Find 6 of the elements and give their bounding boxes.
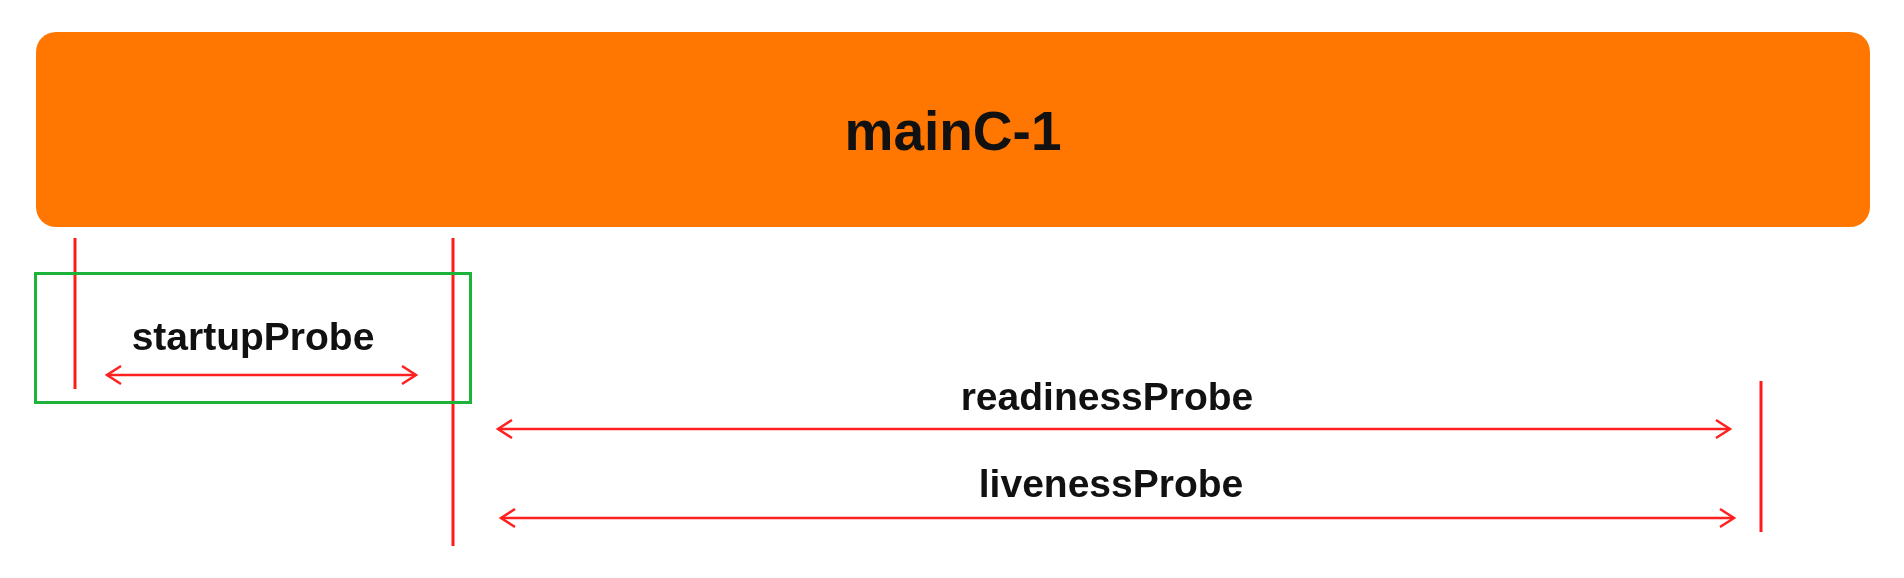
probe-label: startupProbe bbox=[131, 315, 375, 359]
highlight-frame bbox=[34, 272, 472, 404]
container-bar bbox=[36, 32, 1870, 227]
probe-label: livenessProbe bbox=[978, 462, 1244, 506]
probe-label: readinessProbe bbox=[960, 375, 1254, 419]
bar-label: mainC-1 bbox=[844, 99, 1062, 163]
